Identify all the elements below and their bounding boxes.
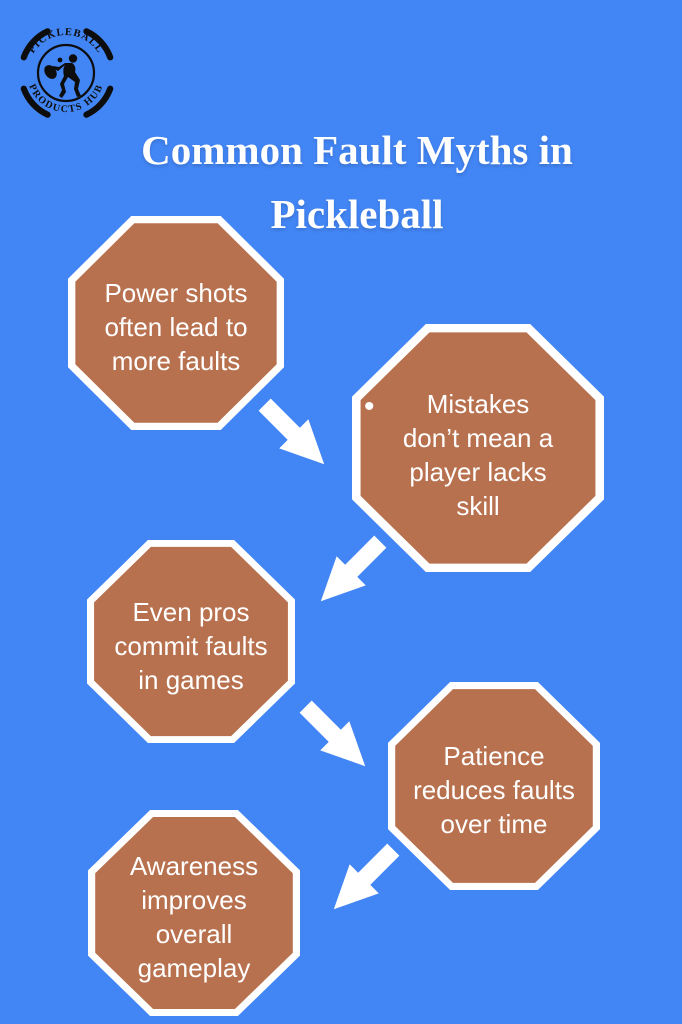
node-text-line: reduces faults <box>413 775 575 805</box>
node-text: Mistakes don’t mean a player lacks skill <box>352 324 604 572</box>
logo-stamp: PICKLEBALL PRODUCTS HUB <box>20 27 114 118</box>
octagon-shape <box>87 540 295 743</box>
node-text-line: skill <box>456 491 500 521</box>
octagon-shape <box>352 324 604 572</box>
node-text: Even pros commit faults in games <box>87 540 295 743</box>
myth-node-1: Power shots often lead to more faults <box>68 216 284 430</box>
logo-top-arc-text: PICKLEBALL <box>27 27 106 56</box>
node-text-line: Patience <box>443 741 545 771</box>
octagon-shape <box>88 810 300 1016</box>
node-text-line: don’t mean a <box>402 423 554 453</box>
pickleball-player-icon <box>44 54 81 98</box>
node-text-line: over time <box>440 809 548 839</box>
node-text-line: player lacks <box>409 457 547 487</box>
node-text-line: overall <box>155 919 233 949</box>
myth-node-2: • Mistakes don’t mean a player lacks ski… <box>352 324 604 572</box>
myth-node-5: Awareness improves overall gameplay <box>88 810 300 1016</box>
node-text: Awareness improves overall gameplay <box>88 810 300 1016</box>
arrow-down-right-icon <box>248 388 343 483</box>
node-text-line: in games <box>138 664 244 695</box>
page-title: Common Fault Myths in Pickleball <box>32 118 682 246</box>
octagon-shape <box>68 216 284 430</box>
node-text-line: commit faults <box>114 630 268 661</box>
pickleball-products-hub-logo: PICKLEBALL PRODUCTS HUB <box>16 22 116 122</box>
octagon-shape <box>388 682 600 890</box>
myth-node-4: Patience reduces faults over time <box>388 682 600 890</box>
node-text-line: Power shots <box>104 278 248 308</box>
node-text-line: Mistakes <box>426 389 530 419</box>
logo-stamp-arcs <box>20 28 114 118</box>
node-text-line: more faults <box>111 346 241 376</box>
arrow-down-left-icon <box>303 525 398 620</box>
node-text: Patience reduces faults over time <box>388 682 600 890</box>
node-text-line: Even pros <box>132 596 250 627</box>
logo-circle <box>36 43 96 103</box>
myth-node-3: Even pros commit faults in games <box>87 540 295 743</box>
bullet-point: • <box>364 390 375 423</box>
node-text-line: improves <box>141 885 247 915</box>
page-title-line-2: Pickleball <box>270 191 444 237</box>
node-text-line: often lead to <box>104 312 248 342</box>
arrow-down-right-icon <box>289 690 384 785</box>
arrow-down-left-icon <box>316 833 411 928</box>
pickleball-ball-dot <box>57 57 63 63</box>
node-text-line: Awareness <box>129 851 259 881</box>
node-text: Power shots often lead to more faults <box>68 216 284 430</box>
node-text-line: gameplay <box>137 953 251 983</box>
page-title-line-1: Common Fault Myths in <box>141 127 573 173</box>
